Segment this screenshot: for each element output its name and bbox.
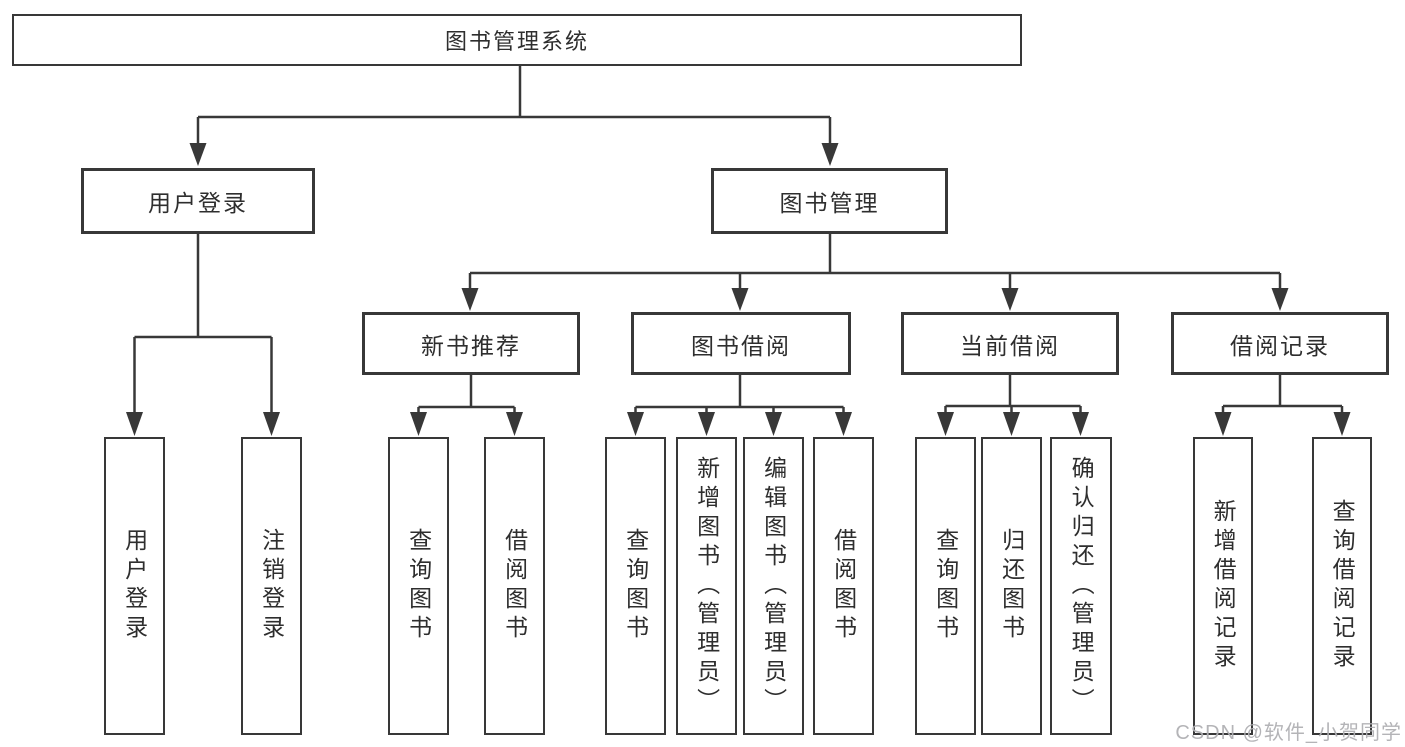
leaf-borrow-edit-books-admin: 编辑图书（管理员） — [743, 437, 804, 735]
leaf-borrow-add-books-admin: 新增图书（管理员） — [676, 437, 737, 735]
leaf-records-query-record: 查询借阅记录 — [1312, 437, 1372, 735]
leaf-newbook-borrow-books: 借阅图书 — [484, 437, 545, 735]
node-book-borrow: 图书借阅 — [631, 312, 851, 375]
leaf-current-confirm-return-admin-label: 确认归还（管理员） — [1068, 455, 1095, 717]
leaf-borrow-borrow-books: 借阅图书 — [813, 437, 874, 735]
leaf-user-login-label: 用户登录 — [121, 528, 148, 644]
node-user-login: 用户登录 — [81, 168, 315, 234]
node-borrow-records: 借阅记录 — [1171, 312, 1389, 375]
leaf-borrow-query-books: 查询图书 — [605, 437, 666, 735]
leaf-records-add-record: 新增借阅记录 — [1193, 437, 1253, 735]
csdn-watermark: CSDN @软件_小贺同学 — [1175, 722, 1402, 744]
leaf-current-query-books-label: 查询图书 — [932, 528, 959, 644]
leaf-records-query-record-label: 查询借阅记录 — [1329, 499, 1356, 673]
node-book-management: 图书管理 — [711, 168, 948, 234]
leaf-borrow-query-books-label: 查询图书 — [622, 528, 649, 644]
node-root-library-system: 图书管理系统 — [12, 14, 1022, 66]
leaf-borrow-add-books-admin-label: 新增图书（管理员） — [693, 455, 720, 717]
leaf-borrow-borrow-books-label: 借阅图书 — [830, 528, 857, 644]
leaf-newbook-query-books-label: 查询图书 — [405, 528, 432, 644]
node-new-book-recommend: 新书推荐 — [362, 312, 580, 375]
leaf-logout: 注销登录 — [241, 437, 302, 735]
node-current-borrow: 当前借阅 — [901, 312, 1119, 375]
leaf-borrow-edit-books-admin-label: 编辑图书（管理员） — [760, 455, 787, 717]
leaf-newbook-borrow-books-label: 借阅图书 — [501, 528, 528, 644]
leaf-records-add-record-label: 新增借阅记录 — [1210, 499, 1237, 673]
leaf-logout-label: 注销登录 — [258, 528, 285, 644]
leaf-current-return-books-label: 归还图书 — [998, 528, 1025, 644]
leaf-newbook-query-books: 查询图书 — [388, 437, 449, 735]
leaf-current-query-books: 查询图书 — [915, 437, 976, 735]
leaf-current-return-books: 归还图书 — [981, 437, 1042, 735]
leaf-current-confirm-return-admin: 确认归还（管理员） — [1050, 437, 1112, 735]
leaf-user-login: 用户登录 — [104, 437, 165, 735]
